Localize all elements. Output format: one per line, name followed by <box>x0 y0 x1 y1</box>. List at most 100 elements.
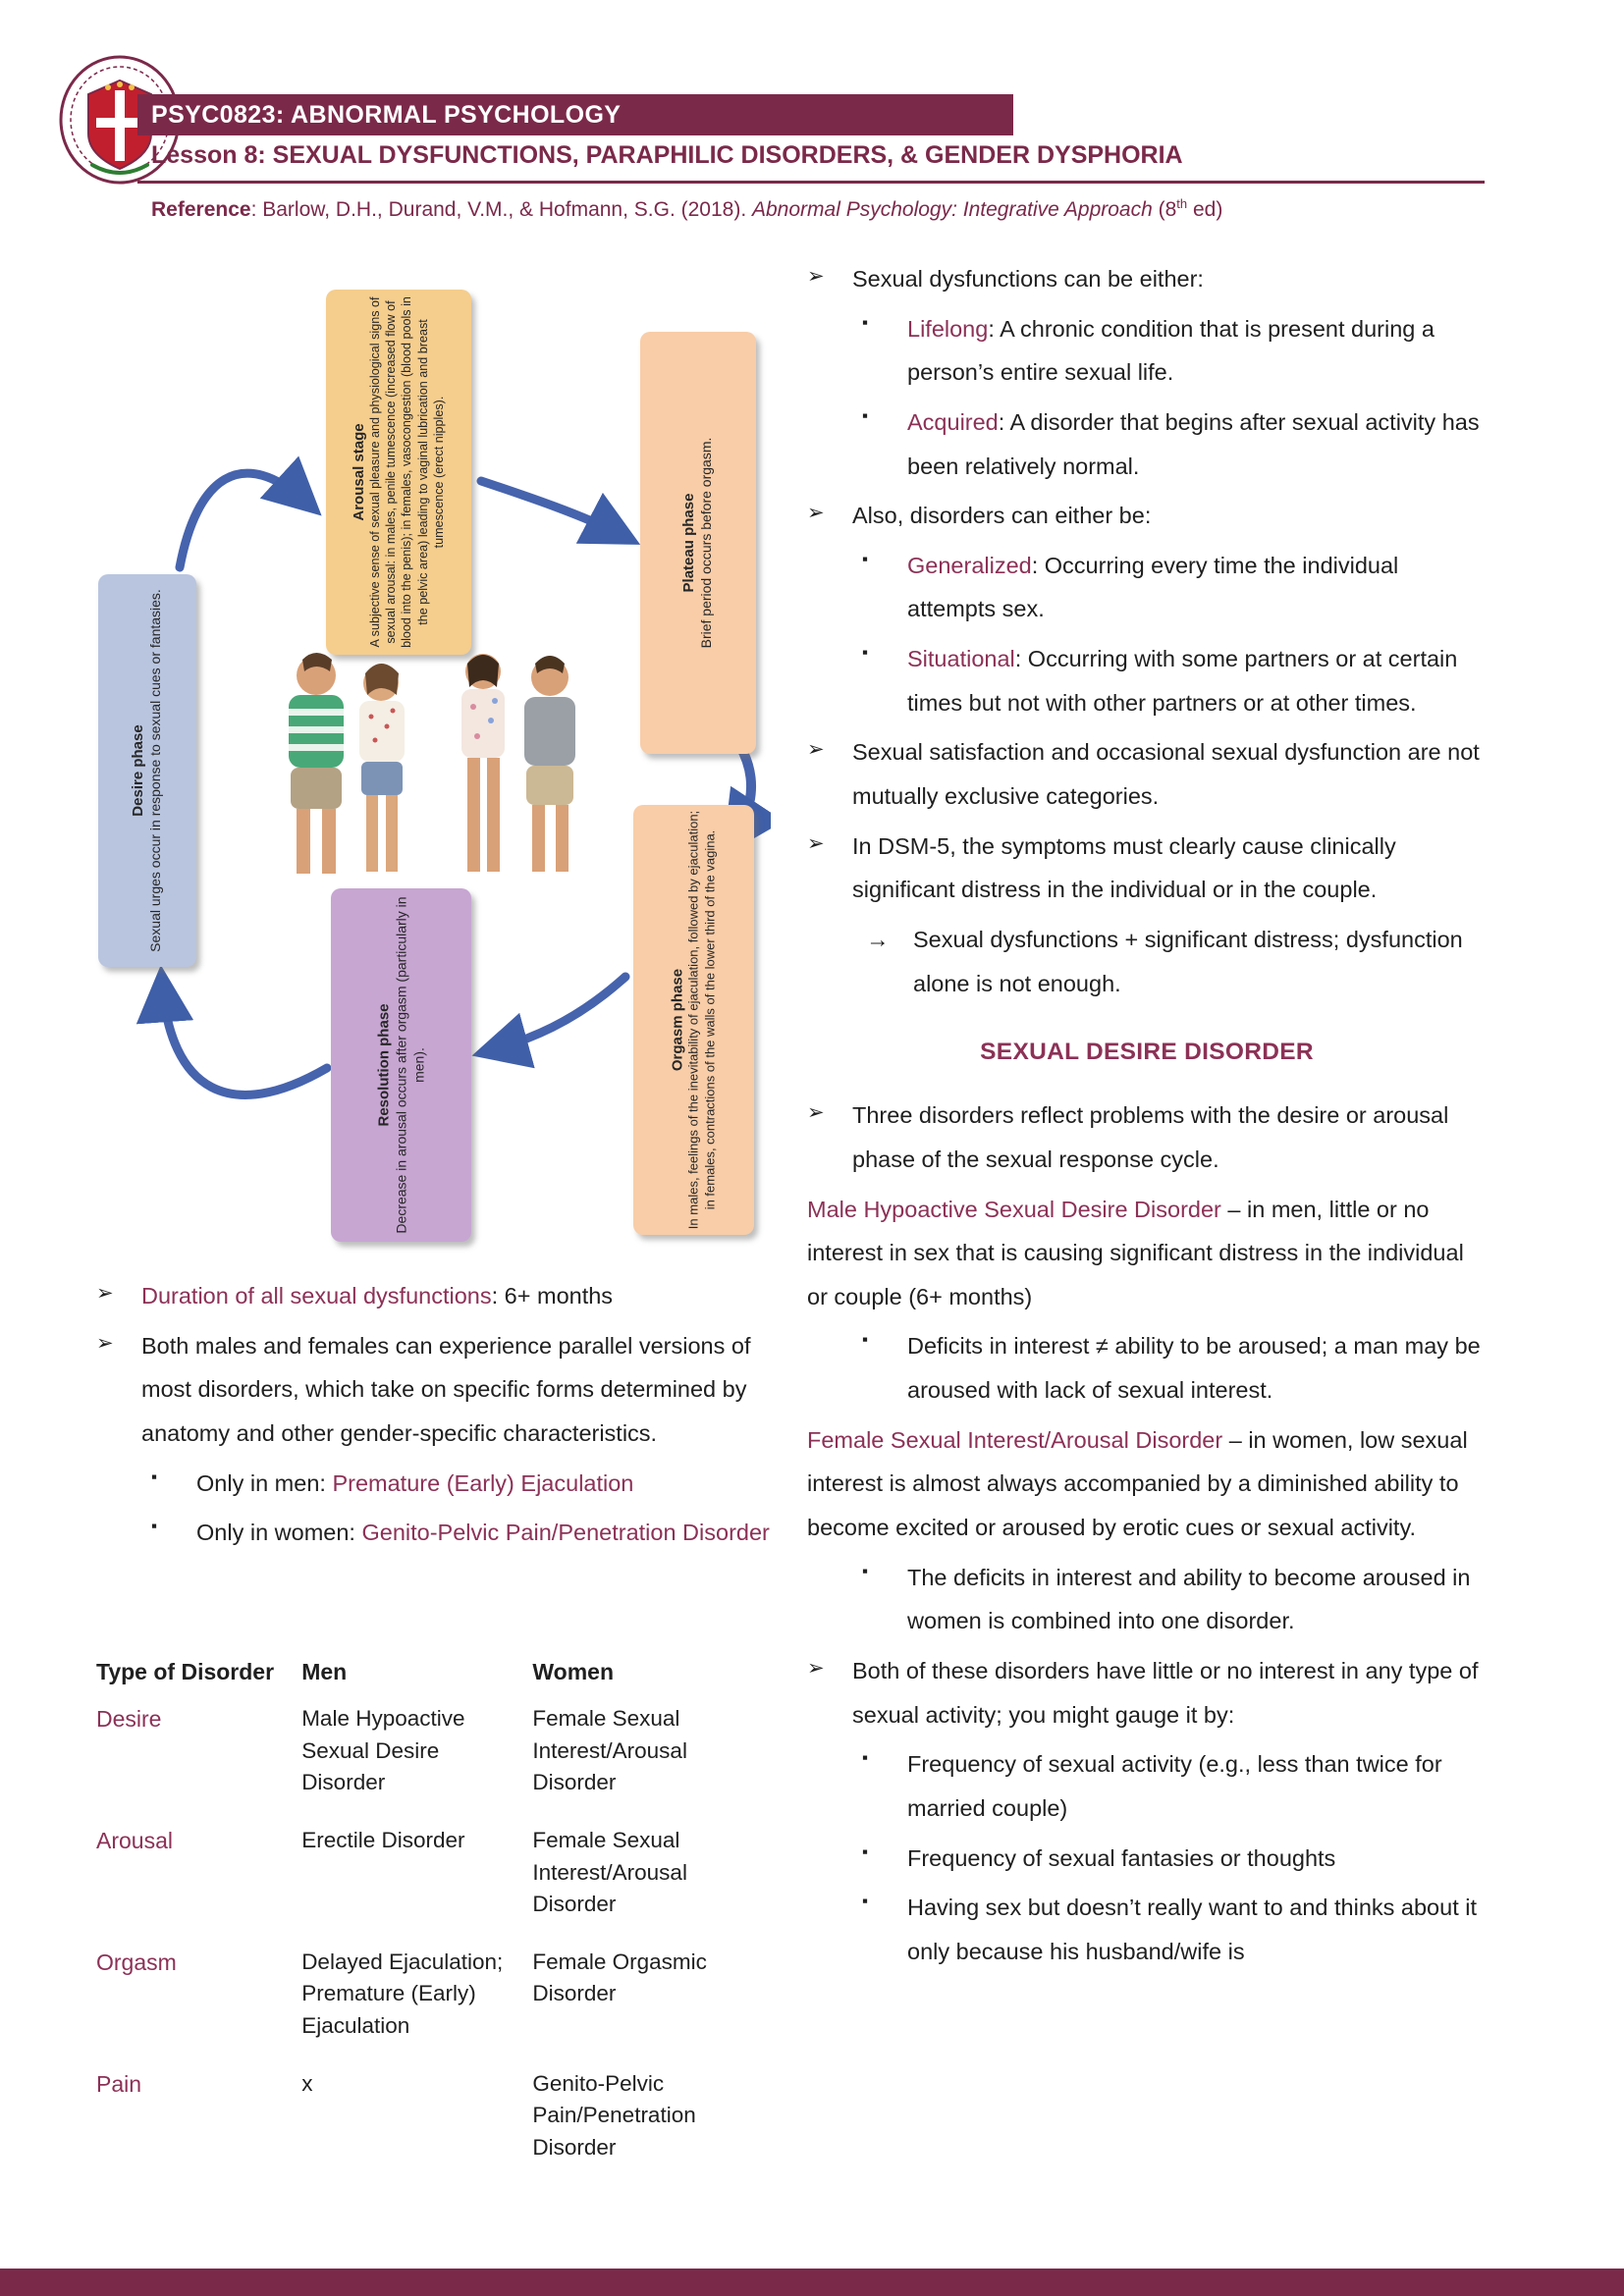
row-women: Female Orgasmic Disorder <box>532 1949 707 2006</box>
row-women: Female Sexual Interest/Arousal Disorder <box>532 1706 687 1795</box>
acquired-text: Acquired: A disorder that begins after s… <box>907 400 1487 488</box>
arrow-desire-to-arousal <box>175 455 322 572</box>
reference-edition-end: ed) <box>1187 198 1223 221</box>
arrow-bullet-icon: ➢ <box>807 502 825 525</box>
bullet-text: Sexual dysfunctions can be either: <box>852 266 1204 292</box>
arrow-arousal-to-plateau <box>476 476 641 545</box>
situational-text: Situational: Occurring with some partner… <box>907 637 1487 724</box>
generalized-text: Generalized: Occurring every time the in… <box>907 544 1487 631</box>
reference-edition-sup: th <box>1176 196 1188 211</box>
sub-bullet-frequency-activity: ▪ Frequency of sexual activity (e.g., le… <box>807 1742 1487 1830</box>
disorder-table-container: Type of Disorder Men Women Desire Male H… <box>96 1659 784 2190</box>
para-female-interest-arousal: Female Sexual Interest/Arousal Disorder … <box>807 1418 1487 1550</box>
left-column: ➢ Duration of all sexual dysfunctions: 6… <box>96 1274 779 1561</box>
situational-term: Situational <box>907 646 1015 672</box>
table-row-pain: Pain x Genito-Pelvic Pain/Penetration Di… <box>96 2068 784 2190</box>
arrow-orgasm-to-resolution <box>471 972 630 1069</box>
sub-bullet-acquired: ▪ Acquired: A disorder that begins after… <box>807 400 1487 488</box>
having-sex-text: Having sex but doesn’t really want to an… <box>907 1895 1478 1964</box>
combined-text: The deficits in interest and ability to … <box>907 1564 1471 1634</box>
bullet-dysfunction-either: ➢ Sexual dysfunctions can be either: <box>807 257 1487 301</box>
bullet-parallel: ➢ Both males and females can experience … <box>96 1324 779 1456</box>
plateau-phase-description: Brief period occurs before orgasm. <box>698 437 715 649</box>
arousal-stage-box: Arousal stage A subjective sense of sexu… <box>326 290 471 655</box>
bullet-text: Sexual satisfaction and occasional sexua… <box>852 739 1480 810</box>
sub-bullet-situational: ▪ Situational: Occurring with some partn… <box>807 637 1487 724</box>
row-women: Genito-Pelvic Pain/Penetration Disorder <box>532 2070 696 2160</box>
female-disorder-term: Female Sexual Interest/Arousal Disorder <box>807 1426 1223 1453</box>
reference-label: Reference <box>151 198 251 221</box>
generalized-term: Generalized <box>907 552 1032 578</box>
arrow-bullet-icon: ➢ <box>807 265 825 288</box>
row-men: Erectile Disorder <box>301 1827 465 1852</box>
square-bullet-icon: ▪ <box>862 405 869 425</box>
row-type: Pain <box>96 2070 142 2097</box>
square-bullet-icon: ▪ <box>862 643 869 663</box>
square-bullet-icon: ▪ <box>862 1748 869 1768</box>
deficits-text: Deficits in interest ≠ ability to be aro… <box>907 1333 1481 1404</box>
arrow-note-text: Sexual dysfunctions + significant distre… <box>913 926 1463 996</box>
bullet-text: Also, disorders can either be: <box>852 503 1152 529</box>
sub-bullet-having-sex: ▪ Having sex but doesn’t really want to … <box>807 1886 1487 1973</box>
row-type: Orgasm <box>96 1949 177 1975</box>
arrow-bullet-icon: ➢ <box>807 831 825 855</box>
table-header-row: Type of Disorder Men Women <box>96 1659 784 1703</box>
sub-bullet-generalized: ▪ Generalized: Occurring every time the … <box>807 544 1487 631</box>
duration-term: Duration of all sexual dysfunctions <box>141 1283 492 1308</box>
arrow-bullet-icon: ➢ <box>807 1656 825 1680</box>
desire-phase-title: Desire phase <box>130 724 147 817</box>
sub-bullet-deficits: ▪ Deficits in interest ≠ ability to be a… <box>807 1324 1487 1412</box>
bullet-text: In DSM-5, the symptoms must clearly caus… <box>852 832 1396 903</box>
header-divider <box>137 181 1485 184</box>
bullet-disorders-either: ➢ Also, disorders can either be: <box>807 494 1487 538</box>
orgasm-phase-description: In males, feelings of the inevitability … <box>685 810 717 1230</box>
only-men-text: Only in men: Premature (Early) Ejaculati… <box>196 1462 779 1506</box>
col-header-type: Type of Disorder <box>96 1659 275 1684</box>
row-type: Desire <box>96 1706 162 1732</box>
bullet-satisfaction: ➢ Sexual satisfaction and occasional sex… <box>807 730 1487 818</box>
reference-citation: : Barlow, D.H., Durand, V.M., & Hofmann,… <box>250 198 752 221</box>
sub-bullet-only-women: ▪ Only in women: Genito-Pelvic Pain/Pene… <box>96 1511 779 1555</box>
only-women-plain: Only in women: <box>196 1520 362 1546</box>
bullet-dsm5: ➢ In DSM-5, the symptoms must clearly ca… <box>807 825 1487 912</box>
lifelong-rest: : A chronic condition that is present du… <box>907 315 1435 386</box>
sub-bullet-only-men: ▪ Only in men: Premature (Early) Ejacula… <box>96 1462 779 1506</box>
sub-bullet-frequency-fantasies: ▪ Frequency of sexual fantasies or thoug… <box>807 1837 1487 1881</box>
couple-photo <box>226 638 628 893</box>
square-bullet-icon: ▪ <box>862 1892 869 1911</box>
row-men: x <box>301 2070 313 2096</box>
table-row-arousal: Arousal Erectile Disorder Female Sexual … <box>96 1825 784 1947</box>
male-hypoactive-rest: – in men, little or no interest in sex t… <box>807 1196 1464 1309</box>
reference-edition: (8 <box>1152 198 1177 221</box>
lifelong-text: Lifelong: A chronic condition that is pr… <box>907 307 1487 395</box>
bullet-text: Three disorders reflect problems with th… <box>852 1102 1449 1172</box>
arrow-note: → Sexual dysfunctions + significant dist… <box>807 918 1487 1005</box>
sub-bullet-combined: ▪ The deficits in interest and ability t… <box>807 1556 1487 1643</box>
disorder-table: Type of Disorder Men Women Desire Male H… <box>96 1659 784 2190</box>
arousal-stage-description: A subjective sense of sexual pleasure an… <box>368 296 446 648</box>
acquired-term: Acquired <box>907 408 999 435</box>
bullet-both-disorders: ➢ Both of these disorders have little or… <box>807 1649 1487 1736</box>
orgasm-phase-box: Orgasm phase In males, feelings of the i… <box>633 805 754 1235</box>
course-title-banner: PSYC0823: ABNORMAL PSYCHOLOGY <box>137 94 1013 135</box>
desire-phase-box: Desire phase Sexual urges occur in respo… <box>98 574 196 967</box>
female-disorder-rest: – in women, low sexual interest is almos… <box>807 1426 1468 1541</box>
bullet-parallel-text: Both males and females can experience pa… <box>141 1332 751 1446</box>
bullet-three-disorders: ➢ Three disorders reflect problems with … <box>807 1094 1487 1181</box>
resolution-phase-title: Resolution phase <box>374 1003 392 1127</box>
orgasm-phase-title: Orgasm phase <box>669 968 686 1072</box>
square-bullet-icon: ▪ <box>862 1561 869 1580</box>
situational-rest: : Occurring with some partners or at cer… <box>907 646 1458 716</box>
frequency-activity-text: Frequency of sexual activity (e.g., less… <box>907 1751 1442 1821</box>
sub-bullet-lifelong: ▪ Lifelong: A chronic condition that is … <box>807 307 1487 395</box>
col-header-women: Women <box>532 1659 614 1684</box>
resolution-phase-description: Decrease in arousal occurs after orgasm … <box>392 896 426 1234</box>
square-bullet-icon: ▪ <box>862 312 869 332</box>
arrow-resolution-to-desire <box>135 964 332 1099</box>
row-women: Female Sexual Interest/Arousal Disorder <box>532 1827 687 1917</box>
arrow-bullet-icon: ➢ <box>807 1101 825 1125</box>
only-women-text: Only in women: Genito-Pelvic Pain/Penetr… <box>196 1511 779 1555</box>
generalized-rest: : Occurring every time the individual at… <box>907 552 1399 622</box>
row-type: Arousal <box>96 1827 173 1853</box>
